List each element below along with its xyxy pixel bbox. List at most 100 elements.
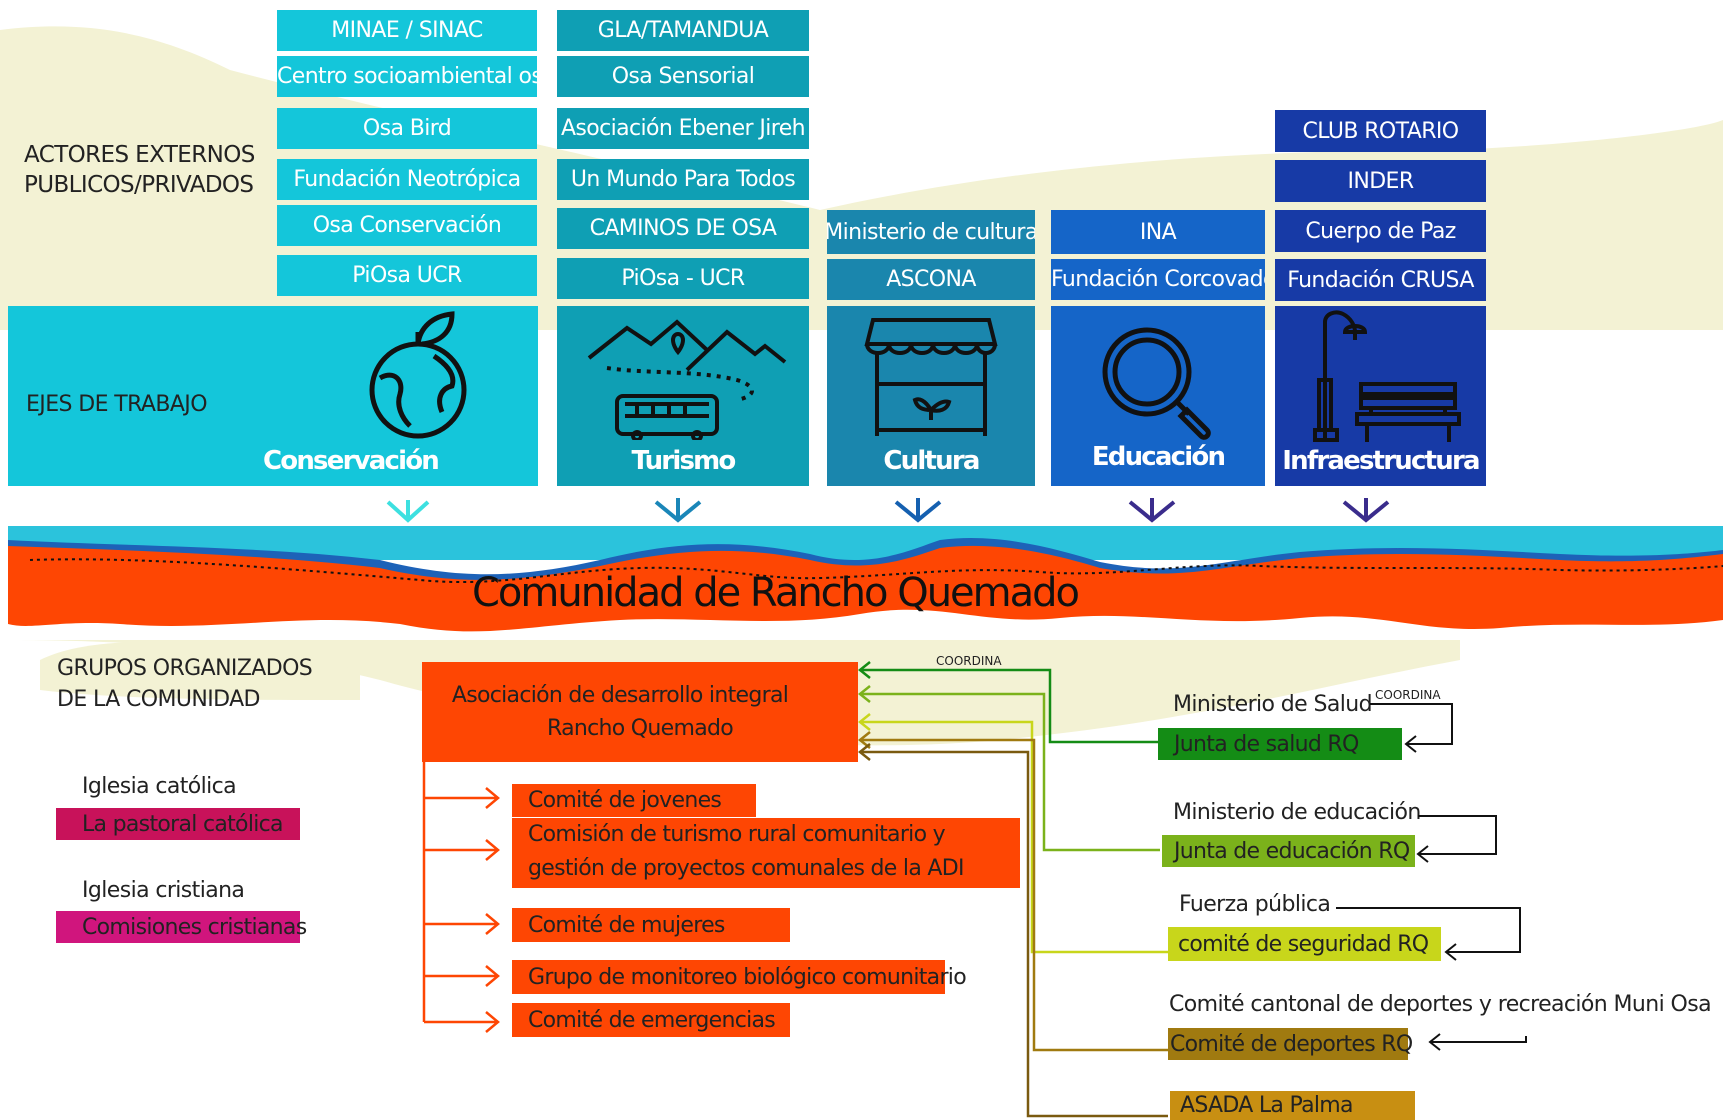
magnifier-icon xyxy=(1102,327,1211,440)
arrow-asada-adi xyxy=(857,743,871,761)
connector-emergencias xyxy=(424,1011,500,1033)
community-band xyxy=(8,526,1723,632)
actor-conservacion-2: Osa Bird xyxy=(277,108,537,149)
connector-mujeres xyxy=(424,913,500,935)
globe-icon xyxy=(369,311,467,439)
axis-tile-turismo: Turismo xyxy=(557,306,809,486)
actor-turismo-3: Un Mundo Para Todos xyxy=(557,159,809,200)
adi-line1: Asociación de desarrollo integral xyxy=(451,683,789,708)
actor-turismo-2: Asociación Ebener Jireh xyxy=(557,108,809,149)
axis-tile-educacion: Educación xyxy=(1051,306,1265,486)
arrow-minsalud-junta xyxy=(1404,735,1417,753)
arrow-infraestructura xyxy=(1342,498,1390,523)
institution-fuerza: Fuerza pública xyxy=(1179,892,1331,917)
link-educacion xyxy=(862,692,1160,852)
committee-emergencias: Comité de emergencias xyxy=(512,1003,790,1037)
band-orange xyxy=(8,545,1723,632)
arrow-educacion xyxy=(1128,498,1176,523)
mountains-bus-icon xyxy=(587,319,787,440)
group-cristianas: Comisiones cristianas xyxy=(56,911,307,943)
institution-connectors xyxy=(857,661,1527,1118)
axes-label: EJES DE TRABAJO xyxy=(26,392,208,417)
link-fuerza-comite xyxy=(1336,907,1521,953)
connector-jovenes xyxy=(424,787,500,809)
institution-deportes: Comité cantonal de deportes y recreación… xyxy=(1169,992,1712,1017)
arrow-fuerza-comite xyxy=(1444,943,1457,961)
institution-salud: Ministerio de Salud xyxy=(1173,692,1373,717)
actor-turismo-0: GLA/TAMANDUA xyxy=(557,10,809,51)
arrow-turismo xyxy=(654,498,702,523)
local-seguridad: comité de seguridad RQ xyxy=(1168,927,1441,961)
link-cantonal-deportes xyxy=(1430,1036,1527,1043)
connector-turismo xyxy=(424,839,500,861)
axis-label-turismo: Turismo xyxy=(631,446,737,476)
arrow-cultura xyxy=(894,498,942,523)
actor-conservacion-5: PiOsa UCR xyxy=(277,255,537,296)
arrow-seguridad-adi xyxy=(857,713,871,731)
axis-label-conservacion: Conservación xyxy=(263,446,440,476)
arrow-conservacion xyxy=(386,500,430,523)
axis-label-educacion: Educación xyxy=(1091,442,1226,472)
market-stall-icon xyxy=(864,318,998,436)
link-salud xyxy=(862,668,1158,744)
link-minsalud-junta xyxy=(1370,703,1453,745)
actor-educacion-0: INA xyxy=(1051,210,1265,254)
arrow-salud-adi xyxy=(857,661,871,679)
actor-conservacion-0: MINAE / SINAC xyxy=(277,10,537,51)
actor-turismo-5: PiOsa - UCR xyxy=(557,258,809,299)
groups-label-line2: DE LA COMUNIDAD xyxy=(57,687,260,712)
actor-conservacion-3: Fundación Neotrópica xyxy=(277,159,537,200)
group-pastoral: La pastoral católica xyxy=(56,808,300,840)
connector-monitoreo xyxy=(424,965,500,987)
actor-infraestructura-1: INDER xyxy=(1275,160,1486,202)
committee-monitoreo: Grupo de monitoreo biológico comunitario xyxy=(512,960,967,994)
arrow-mineducacion-junta xyxy=(1416,845,1429,863)
coordina-label-adi: COORDINA xyxy=(936,654,1002,668)
actor-cultura-0: Ministerio de cultura xyxy=(827,210,1035,254)
groups-label-line1: GRUPOS ORGANIZADOS xyxy=(57,656,313,681)
coordina-label-salud: COORDINA xyxy=(1375,688,1441,702)
church-cristiana: Iglesia cristiana xyxy=(82,878,245,903)
link-deportes xyxy=(862,738,1168,1052)
axis-label-cultura: Cultura xyxy=(883,446,980,476)
adi-line2: Rancho Quemado xyxy=(546,716,734,741)
axis-arrows xyxy=(386,498,1390,523)
axis-tile-infraestructura: Infraestructura xyxy=(1275,306,1486,486)
actor-infraestructura-2: Cuerpo de Paz xyxy=(1275,210,1486,252)
external-actors-label-line2: PUBLICOS/PRIVADOS xyxy=(24,172,254,198)
lamp-bench-icon xyxy=(1313,310,1461,442)
local-asada: ASADA La Palma xyxy=(1170,1091,1415,1120)
actor-infraestructura-0: CLUB ROTARIO xyxy=(1275,110,1486,152)
link-seguridad xyxy=(862,720,1168,954)
axis-tile-conservacion: EJES DE TRABAJO Conservación xyxy=(8,306,538,486)
cream-blob-left xyxy=(40,641,360,700)
actor-educacion-1: Fundación Corcovado xyxy=(1051,259,1265,300)
external-actors-label-line1: ACTORES EXTERNOS xyxy=(24,142,255,168)
institution-educacion: Ministerio de educación xyxy=(1173,800,1421,825)
actor-turismo-4: CAMINOS DE OSA xyxy=(557,208,809,249)
committee-turismo: Comisión de turismo rural comunitario y … xyxy=(512,818,1020,888)
committee-jovenes: Comité de jovenes xyxy=(512,784,756,817)
cream-blob-top xyxy=(0,26,1723,331)
external-actors-label: ACTORES EXTERNOS PUBLICOS/PRIVADOS xyxy=(24,142,255,198)
actor-conservacion-4: Osa Conservación xyxy=(277,205,537,246)
link-mineducacion-junta xyxy=(1418,815,1497,855)
axis-label-infraestructura: Infraestructura xyxy=(1282,446,1480,476)
committee-mujeres: Comité de mujeres xyxy=(512,908,790,942)
band-cyan xyxy=(8,526,1723,560)
link-asada xyxy=(862,750,1168,1118)
arrow-educacion-adi xyxy=(857,685,871,703)
church-catolica: Iglesia católica xyxy=(82,774,237,799)
committee-connectors xyxy=(422,762,500,1033)
axis-tile-cultura: Cultura xyxy=(827,306,1035,486)
actor-turismo-1: Osa Sensorial xyxy=(557,56,809,97)
local-educacion: Junta de educación RQ xyxy=(1162,835,1415,867)
adi-box: Asociación de desarrollo integral Rancho… xyxy=(422,662,858,762)
actor-cultura-1: ASCONA xyxy=(827,259,1035,300)
local-salud: Junta de salud RQ xyxy=(1158,728,1402,760)
actor-infraestructura-3: Fundación CRUSA xyxy=(1275,259,1486,301)
groups-label: GRUPOS ORGANIZADOS DE LA COMUNIDAD xyxy=(57,656,313,712)
community-title: Comunidad de Rancho Quemado xyxy=(472,570,1080,616)
local-deportes: Comité de deportes RQ xyxy=(1168,1028,1413,1060)
actor-conservacion-1: Centro socioambiental osa xyxy=(277,56,537,97)
